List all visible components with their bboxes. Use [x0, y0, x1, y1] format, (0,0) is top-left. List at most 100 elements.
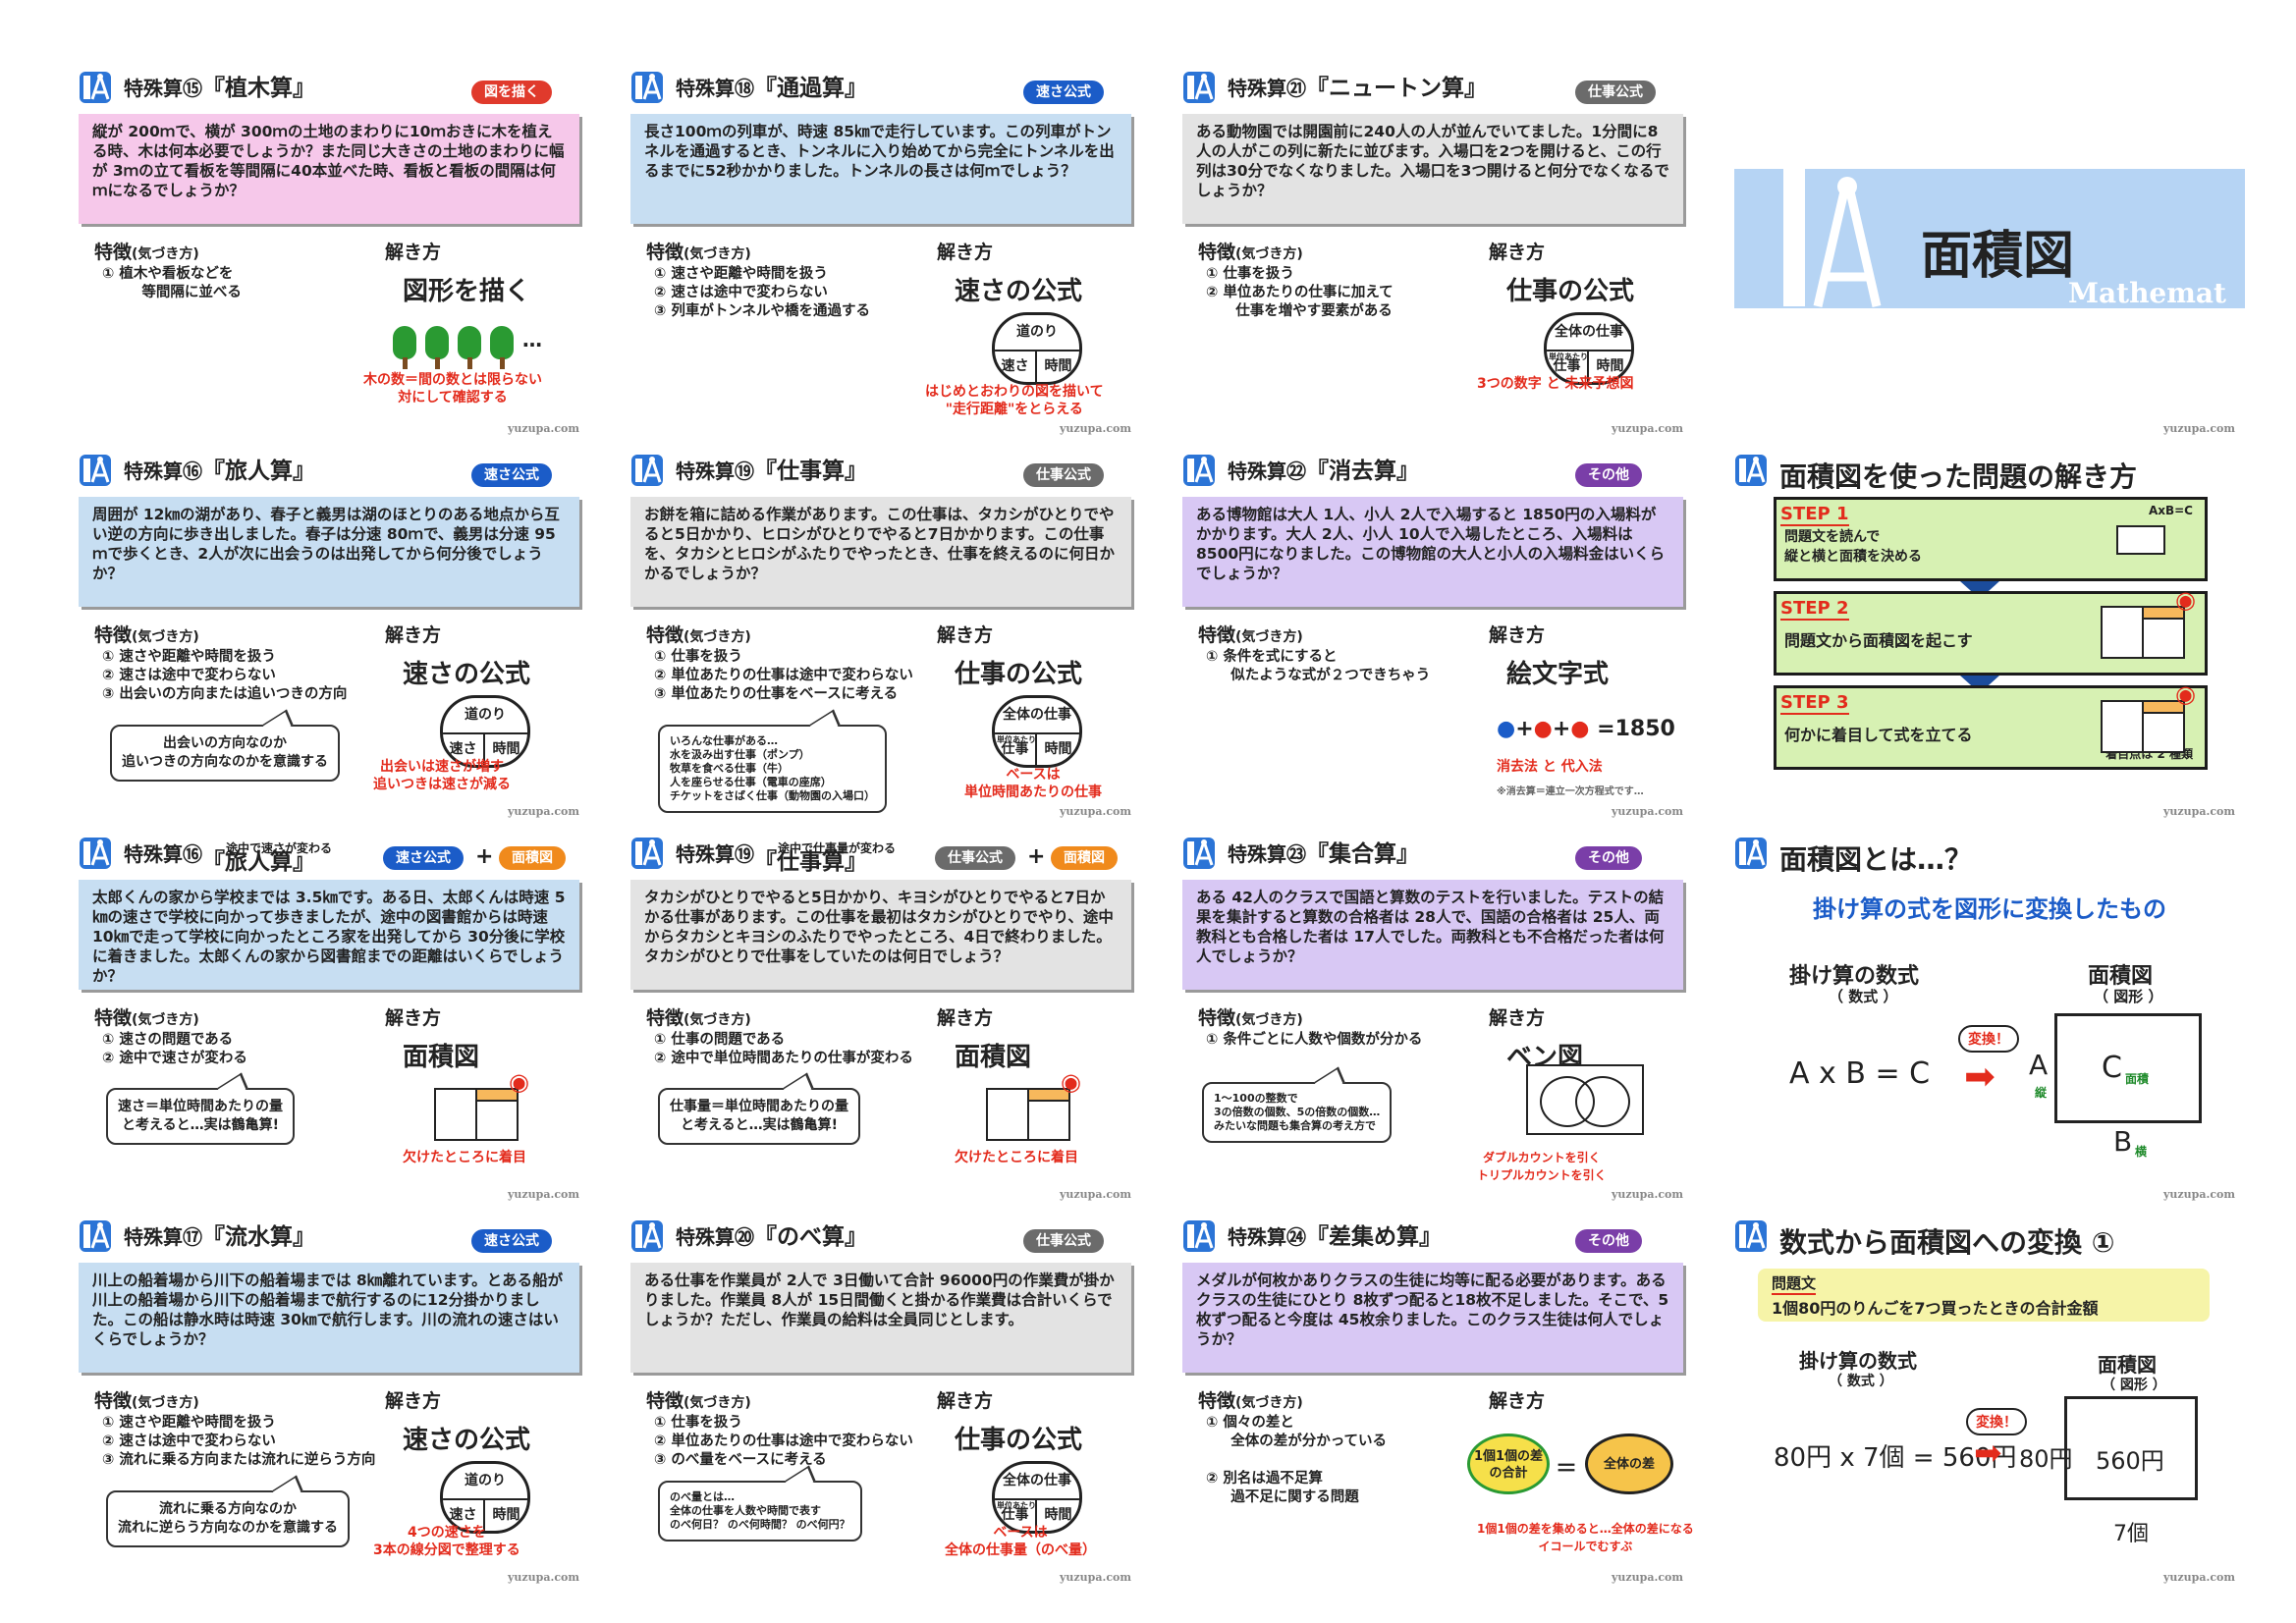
compass-cover-icon — [1774, 169, 1882, 308]
formula-circle: 道のり速さ時間 — [440, 695, 530, 768]
title-prefix: 特殊算㉔ — [1228, 1225, 1306, 1249]
area-box-highlight — [475, 1088, 519, 1102]
tag-badge: 仕事公式 — [935, 846, 1015, 870]
feature-sub: (気づき方) — [683, 629, 751, 645]
title-main: 『ニュートン算』 — [1306, 76, 1487, 101]
title-main: 『旅人算』 — [202, 849, 315, 875]
tree-icon — [425, 326, 449, 359]
compass-logo-icon — [631, 1220, 663, 1252]
feature-label: 特徴 — [94, 242, 133, 263]
question-box: タカシがひとりでやると5日かかり、キヨシがひとりでやると7日かかる仕事があります… — [630, 880, 1131, 990]
title-prefix: 特殊算㉒ — [1228, 460, 1306, 483]
formula-circle: 道のり速さ時間 — [992, 312, 1082, 385]
question-box: 周囲が 12㎞の湖があり、春子と義男は湖のほとりのある地点から互い逆の方向に歩き… — [79, 497, 579, 607]
card-title: 特殊算㉓『集合算』 — [1228, 840, 1419, 868]
side-b: B — [2113, 1125, 2133, 1158]
compass-svg — [1783, 169, 1882, 308]
formula-bottom-left: 速さ — [995, 352, 1037, 382]
formula-bottom-right: 時間 — [1044, 1507, 1072, 1523]
speech-bubble: 速さ＝単位時間あたりの量 と考えると…実は鶴亀算! — [106, 1088, 295, 1145]
feature-sub: (気づき方) — [1235, 246, 1303, 262]
question-box: ある 42人のクラスで国語と算数のテストを行いました。テストの結果を集計すると算… — [1182, 880, 1683, 990]
formula-bottom-right: 時間 — [1596, 358, 1624, 374]
step-text: 問題文を読んで 縦と横と面積を決める — [1784, 529, 1922, 565]
site-credit: yuzupa.com — [2163, 422, 2235, 435]
speech-bubble: 仕事量＝単位時間あたりの量 と考えると…実は鶴亀算! — [658, 1088, 860, 1145]
tag-badge: 仕事公式 — [1023, 1229, 1104, 1253]
solve-note: 消去法 と 代入法 — [1497, 759, 1603, 775]
bottom-label: 7個 — [2113, 1522, 2149, 1546]
feature-points: ① 速さや距離や時間を扱う ② 速さは途中で変わらない ③ 列車がトンネルや橋を… — [654, 266, 871, 319]
convert-bubble: 変換！ — [1966, 1408, 2027, 1435]
site-credit: yuzupa.com — [508, 422, 579, 435]
site-credit: yuzupa.com — [2163, 1188, 2235, 1201]
tag-badge: 速さ公式 — [471, 463, 552, 487]
title-prefix: 特殊算⑮ — [124, 77, 202, 100]
feature-label: 特徴 — [1198, 242, 1236, 263]
feature-label: 特徴 — [1198, 624, 1236, 646]
site-credit: yuzupa.com — [2163, 1571, 2235, 1584]
solve-note: 4つの速さを 3本の線分図で整理する — [373, 1525, 520, 1558]
card-title: 特殊算⑳『のべ算』 — [676, 1223, 867, 1251]
site-credit: yuzupa.com — [1612, 1188, 1683, 1201]
formula-top: 全体の仕事 — [1547, 315, 1631, 352]
compass-logo-icon — [80, 72, 111, 103]
feature-points: ① 仕事の問題である ② 途中で単位時間あたりの仕事が変わる — [654, 1032, 913, 1066]
solve-note: 木の数＝間の数とは限らない 対にして確認する — [363, 372, 542, 406]
what-card: 面積図とは…？掛け算の式を図形に変換したもの掛け算の数式（ 数式 ）面積図（ 図… — [1734, 837, 2255, 1205]
site-credit: yuzupa.com — [1060, 1571, 1131, 1584]
solve-note: ダブルカウントを引く トリプルカウントを引く — [1477, 1151, 1607, 1182]
solve-heading: 解き方 — [385, 1390, 442, 1412]
question-box: 縦が 200ｍで、横が 300ｍの土地のまわりに10ｍおきに木を植える時、木は何… — [79, 114, 579, 224]
feature-heading: 特徴(気づき方) — [1198, 1386, 1303, 1413]
speech-bubble: 流れに乗る方向なのか 流れに逆らう方向なのかを意識する — [106, 1490, 350, 1547]
card-header: 特殊算⑲『仕事算』仕事公式 — [630, 454, 1151, 489]
formula-circle: 全体の仕事仕事時間単位あたり — [992, 1461, 1082, 1534]
tag-badge: その他 — [1575, 846, 1642, 870]
method-title: 速さの公式 — [403, 660, 531, 689]
side-a-sub: 縦 — [2035, 1086, 2048, 1100]
question-box: ある博物館は大人 1人、小人 2人で入場すると 1850円の入場料がかかります。… — [1182, 497, 1683, 607]
feature-label: 特徴 — [646, 1390, 684, 1412]
conversion-title: 数式から面積図への変換 ① — [1779, 1226, 2115, 1259]
feature-sub: (気づき方) — [683, 246, 751, 262]
title-prefix: 特殊算⑲ — [676, 842, 754, 866]
tag-badge: 仕事公式 — [1023, 463, 1104, 487]
total-diff-circle: 全体の差 — [1585, 1434, 1673, 1494]
title-superscript: 途中で仕事量が変わる — [778, 841, 897, 855]
formula-top: 道のり — [995, 315, 1079, 352]
formula-bottom-left: 速さ — [443, 1500, 485, 1531]
feature-heading: 特徴(気づき方) — [94, 1386, 199, 1413]
feature-sub: (気づき方) — [132, 629, 199, 645]
site-credit: yuzupa.com — [508, 1188, 579, 1201]
area-box-highlight — [2142, 700, 2185, 714]
formula-text: 80円 x 7個 = 560円 — [1774, 1443, 2017, 1473]
card-title: 特殊算㉔『差集め算』 — [1228, 1223, 1442, 1251]
side-a: A — [2029, 1049, 2049, 1081]
feature-label: 特徴 — [646, 624, 684, 646]
card-9: 特殊算⑰『流水算』速さ公式川上の船着場から川下の船着場までは 8㎞離れています。… — [79, 1219, 599, 1588]
card-title: 特殊算⑮『植木算』 — [124, 75, 315, 102]
speech-bubble: のべ量とは… 全体の仕事を人数や時間で表す のべ何日？ のべ何時間？ のべ何円？ — [658, 1481, 862, 1542]
card-header: 特殊算⑮『植木算』図を描く — [79, 71, 599, 106]
area-label: 560円 — [2096, 1447, 2164, 1475]
formula-bottom-left: 仕事 — [1547, 352, 1589, 382]
area-box-left — [2101, 700, 2144, 753]
formula-bottom-right: 時間 — [1044, 741, 1072, 757]
cover-title: 面積図 — [1921, 227, 2075, 286]
plus-sign: + — [475, 844, 494, 869]
step-label: STEP 3 — [1780, 692, 1849, 715]
title-superscript: 途中で速さが変わる — [226, 841, 333, 855]
title-main: 『仕事算』 — [754, 459, 867, 484]
card-10: 特殊算⑳『のべ算』仕事公式ある仕事を作業員が 2人で 3日働いて合計 96000… — [630, 1219, 1151, 1588]
question-box: メダルが何枚かありクラスの生徒に均等に配る必要があります。あるクラスの生徒にひと… — [1182, 1263, 1683, 1373]
eye-icon: ◉ — [2175, 680, 2196, 708]
figure-heading: 面積図 — [2088, 964, 2154, 989]
method-title: 図形を描く — [403, 277, 531, 306]
method-title: 面積図 — [403, 1043, 480, 1072]
solve-heading: 解き方 — [385, 624, 442, 646]
